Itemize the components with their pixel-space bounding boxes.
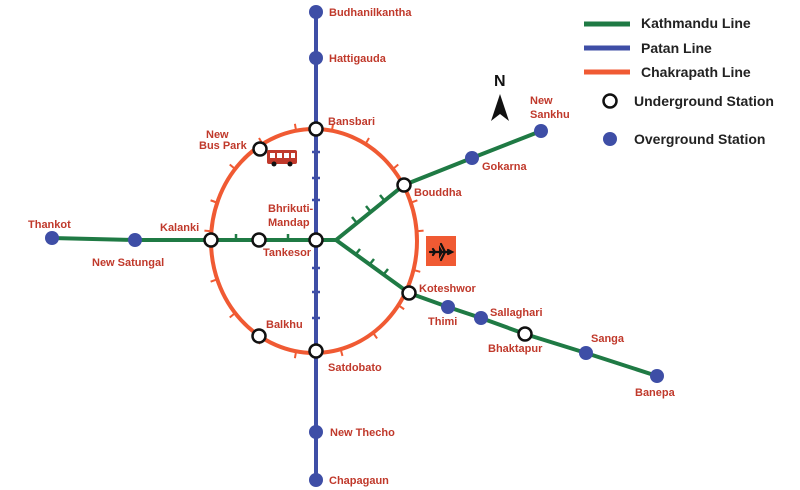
legend-underground-station: Underground Station: [634, 93, 774, 109]
station-satdobato[interactable]: [308, 343, 324, 359]
overground-stations: [45, 5, 664, 487]
station-chapagaun[interactable]: [309, 473, 323, 487]
station-thimi[interactable]: [441, 300, 455, 314]
station-labels: Budhanilkantha Hattigauda Bansbari New B…: [28, 7, 676, 487]
chakrapath-tick: [416, 229, 424, 233]
chakrapath-ticks: [204, 123, 424, 359]
chakrapath-tick: [210, 278, 218, 283]
patan-line-ticks: [312, 150, 320, 320]
airplane-icon: [426, 236, 456, 266]
label-hattigauda: Hattigauda: [329, 53, 387, 65]
label-bouddha: Bouddha: [414, 187, 463, 199]
kathmandu-line-ticks: [234, 194, 389, 275]
label-budhanilkantha: Budhanilkantha: [329, 7, 412, 19]
chakrapath-tick: [229, 163, 236, 170]
chakrapath-tick: [204, 229, 212, 233]
station-kalanki[interactable]: [203, 232, 219, 248]
kathmandu-line-northeast: [316, 129, 542, 242]
kathmandu-tick: [383, 268, 389, 275]
legend-chakrapath-line: Chakrapath Line: [641, 64, 751, 80]
label-bansbari: Bansbari: [328, 116, 375, 128]
station-bansbari[interactable]: [308, 121, 324, 137]
underground-stations: [203, 121, 533, 359]
station-new-bus-park[interactable]: [252, 141, 268, 157]
label-new-sankhu-1: New: [530, 95, 553, 107]
label-thankot: Thankot: [28, 219, 71, 231]
label-bhrikuti-1: Bhrikuti-: [268, 203, 314, 215]
label-new-bus-park-1: New: [206, 129, 229, 141]
station-thankot[interactable]: [45, 231, 59, 245]
station-koteshwor[interactable]: [401, 285, 417, 301]
bus-icon: [267, 150, 297, 167]
station-bhrikuti-mandap[interactable]: [308, 232, 324, 248]
label-banepa: Banepa: [635, 387, 676, 399]
chakrapath-tick: [229, 312, 236, 319]
chakrapath-tick: [410, 199, 418, 204]
chakrapath-tick: [392, 163, 399, 170]
kathmandu-tick: [379, 194, 385, 201]
legend: Kathmandu Line Patan Line Chakrapath Lin…: [584, 15, 774, 147]
kathmandu-tick: [355, 248, 361, 255]
chakrapath-tick: [293, 123, 298, 131]
legend-patan-line: Patan Line: [641, 40, 712, 56]
chakrapath-tick: [364, 137, 370, 145]
north-arrow-icon: N: [491, 73, 509, 121]
legend-overground-swatch: [603, 132, 617, 146]
label-gokarna: Gokarna: [482, 161, 528, 173]
label-tankesor: Tankesor: [263, 247, 312, 259]
north-label: N: [494, 73, 506, 90]
station-bouddha[interactable]: [396, 177, 412, 193]
label-satdobato: Satdobato: [328, 362, 382, 374]
label-chapagaun: Chapagaun: [329, 475, 389, 487]
station-bhaktapur[interactable]: [517, 326, 533, 342]
chakrapath-tick: [397, 304, 405, 311]
kathmandu-tick: [369, 258, 375, 265]
label-new-sankhu-2: Sankhu: [530, 109, 570, 121]
label-balkhu: Balkhu: [266, 319, 303, 331]
station-banepa[interactable]: [650, 369, 664, 383]
station-new-thecho[interactable]: [309, 425, 323, 439]
legend-kathmandu-line: Kathmandu Line: [641, 15, 751, 31]
chakrapath-tick: [413, 269, 421, 273]
kathmandu-tick: [351, 216, 357, 223]
legend-underground-swatch: [602, 93, 618, 109]
station-hattigauda[interactable]: [309, 51, 323, 65]
label-sallaghari: Sallaghari: [490, 307, 543, 319]
legend-overground-station: Overground Station: [634, 131, 765, 147]
station-gokarna[interactable]: [465, 151, 479, 165]
label-thimi: Thimi: [428, 316, 457, 328]
station-tankesor[interactable]: [251, 232, 267, 248]
station-new-sankhu[interactable]: [534, 124, 548, 138]
chakrapath-tick: [293, 351, 298, 359]
chakrapath-tick: [330, 123, 335, 131]
label-bhaktapur: Bhaktapur: [488, 343, 543, 355]
station-budhanilkantha[interactable]: [309, 5, 323, 19]
station-balkhu[interactable]: [251, 328, 267, 344]
label-kalanki: Kalanki: [160, 222, 199, 234]
chakrapath-tick: [372, 332, 378, 340]
kathmandu-tick: [365, 205, 371, 212]
station-sallaghari[interactable]: [474, 311, 488, 325]
label-new-bus-park-2: Bus Park: [199, 140, 248, 152]
label-sanga: Sanga: [591, 333, 625, 345]
label-new-satungal: New Satungal: [92, 257, 164, 269]
kathmandu-line-west: [51, 236, 316, 242]
chakrapath-tick: [210, 199, 218, 204]
label-bhrikuti-2: Mandap: [268, 217, 310, 229]
chakrapath-tick: [339, 348, 344, 357]
label-new-thecho: New Thecho: [330, 427, 395, 439]
station-new-satungal[interactable]: [128, 233, 142, 247]
station-sanga[interactable]: [579, 346, 593, 360]
label-koteshwor: Koteshwor: [419, 283, 477, 295]
